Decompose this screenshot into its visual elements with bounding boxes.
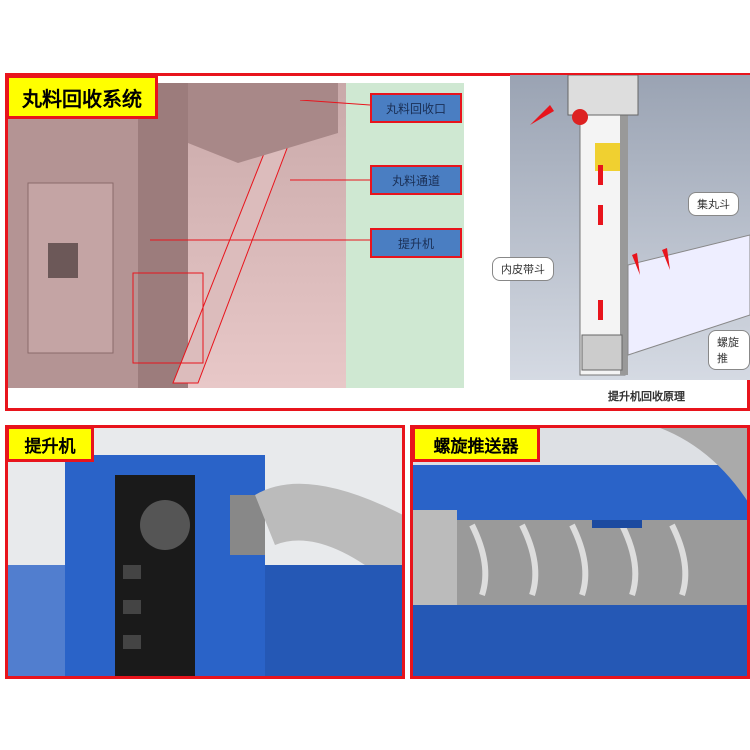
cad-render xyxy=(8,83,346,388)
bottom-right-frame xyxy=(410,425,750,679)
label-belt-bucket: 内皮带斗 xyxy=(492,257,554,281)
cad-illustration xyxy=(8,83,338,388)
screw-conveyor-title: 螺旋推送器 xyxy=(412,426,540,462)
label-screw-conveyor: 螺旋推 xyxy=(708,330,750,370)
elevator-diagram xyxy=(510,75,750,380)
top-panel-title: 丸料回收系统 xyxy=(6,75,158,119)
elevator-photo xyxy=(5,425,403,677)
callout-return-port: 丸料回收口 xyxy=(370,93,462,123)
callout-elevator: 提升机 xyxy=(370,228,462,258)
callout-shot-channel: 丸料通道 xyxy=(370,165,462,195)
elevator-illustration xyxy=(530,75,750,376)
elevator-render xyxy=(5,455,403,677)
elevator-title: 提升机 xyxy=(6,426,94,462)
callout-lines xyxy=(150,100,370,241)
label-shot-hopper: 集丸斗 xyxy=(688,192,739,216)
screw-conveyor-render xyxy=(412,425,750,677)
screw-conveyor-photo xyxy=(412,425,750,677)
diagram-caption: 提升机回收原理 xyxy=(608,390,685,403)
bottom-left-frame xyxy=(5,425,405,679)
